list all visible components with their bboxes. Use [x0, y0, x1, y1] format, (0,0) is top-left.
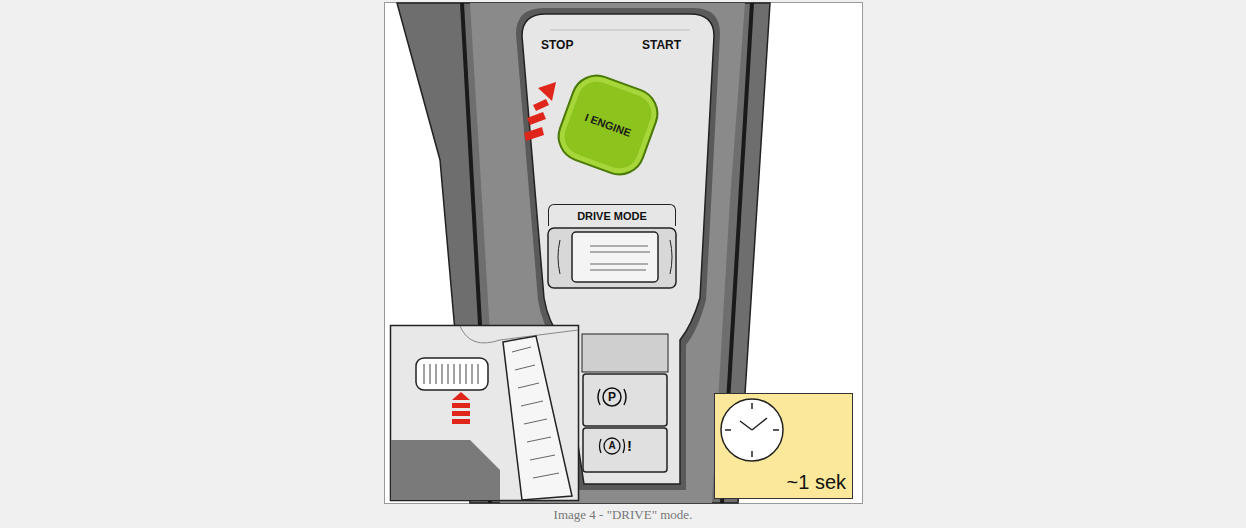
node-text: I ENGINE [583, 110, 633, 140]
roller-ribs [590, 246, 650, 270]
auto-hold-button [583, 428, 667, 472]
roller-housing [548, 228, 676, 288]
parking-symbol-letter: P [602, 390, 622, 404]
node-text: ~1 sek [787, 471, 846, 494]
warning-mark: ! [627, 437, 632, 455]
footwell [391, 440, 500, 500]
arrow-bar [452, 419, 470, 424]
timer-box [715, 394, 853, 499]
pedal-ribs [512, 347, 559, 478]
arrow-bar [533, 99, 549, 111]
arrow-bar [527, 112, 546, 125]
parking-brake-button [583, 374, 667, 426]
p-symbol-arc [598, 389, 626, 405]
clock-face [721, 399, 783, 461]
auto-hold-symbol-letter: A [602, 440, 622, 452]
arrow-head [538, 82, 556, 101]
clock-hands [725, 403, 779, 457]
arrow-bar [452, 403, 470, 408]
roller-end [558, 240, 672, 274]
timer-label-box: ~1 sek [715, 394, 852, 498]
accelerator-pedal [503, 336, 572, 500]
drive-mode-roller [572, 232, 658, 282]
pedal-inset [391, 326, 579, 501]
a-symbol-arc [600, 439, 625, 453]
arrow-bar [524, 127, 544, 141]
figure-frame [385, 3, 863, 504]
press-arrow [524, 82, 556, 141]
node-text: DRIVE MODE [577, 210, 647, 222]
press-arrow [452, 392, 470, 424]
arrow-head [452, 392, 470, 400]
switch-strip [582, 334, 668, 372]
p-symbol [603, 388, 621, 406]
panel-line [550, 30, 690, 31]
brake-pedal [416, 358, 488, 390]
arrow-bar [452, 411, 470, 416]
stop-label: STOP [541, 38, 573, 52]
start-label: START [642, 38, 681, 52]
pedal-ribs [424, 364, 478, 384]
drive-mode-label: DRIVE MODE [548, 204, 676, 226]
figure-caption: Image 4 - "DRIVE" mode. [384, 507, 862, 523]
